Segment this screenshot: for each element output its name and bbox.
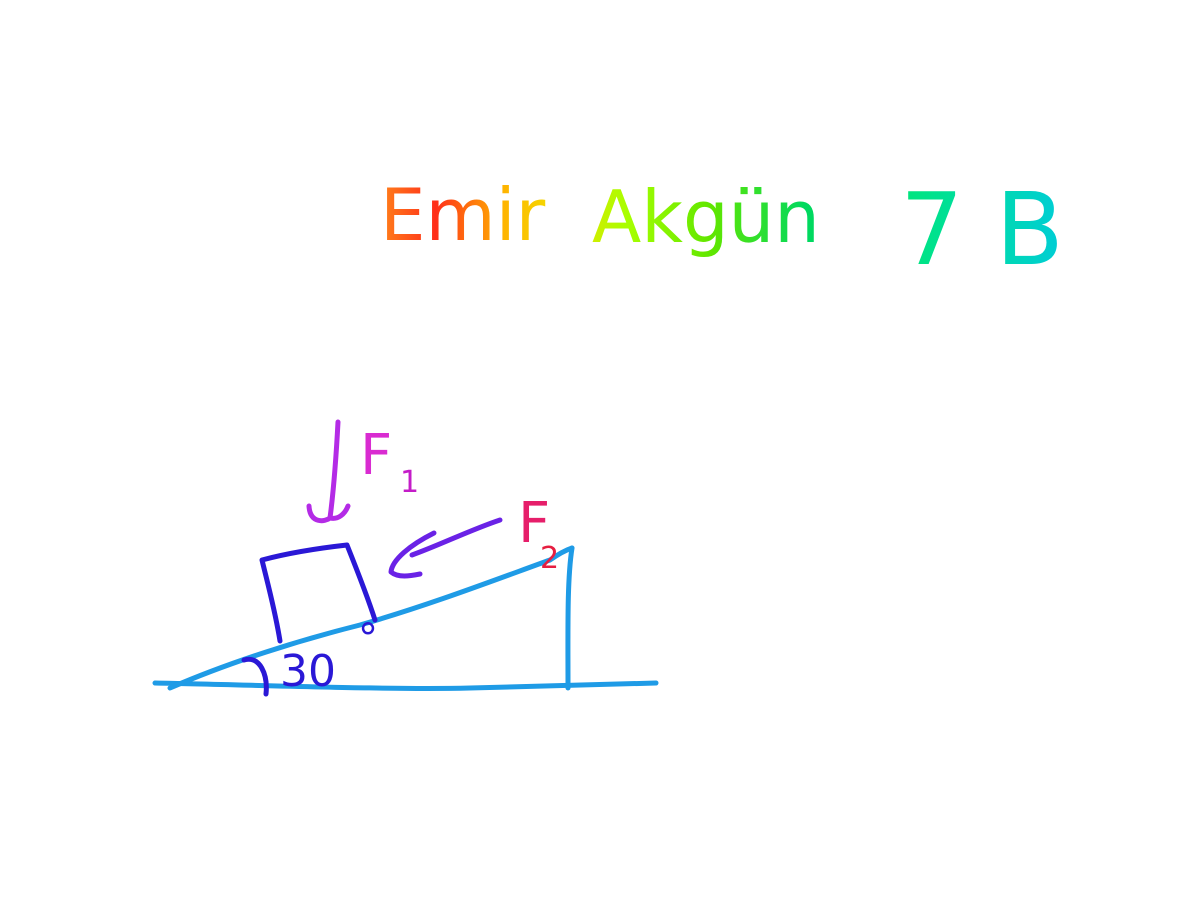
force-1-letter: F <box>360 423 392 488</box>
inclined-plane <box>152 545 659 691</box>
ground-line <box>152 680 659 691</box>
incline-height-line <box>565 545 575 691</box>
student-name: Emir Akgün <box>380 173 820 259</box>
force-2-label: F 2 <box>518 491 559 576</box>
class-label: 7 B <box>900 171 1064 288</box>
degree-symbol: ° <box>358 616 378 662</box>
force-2-arrow <box>388 517 503 579</box>
angle-arc <box>241 656 269 697</box>
force-1-label: F 1 <box>360 423 419 500</box>
force-2-subscript: 2 <box>540 541 559 576</box>
angle-value: 30 <box>280 646 336 697</box>
student-last-name: Akgün <box>592 175 820 259</box>
force-2-letter: F <box>518 491 550 556</box>
angle-label: 30 ° <box>280 616 378 697</box>
student-first-name: Emir <box>380 173 546 257</box>
block <box>259 542 378 644</box>
force-1-arrow <box>306 419 351 524</box>
force-1-subscript: 1 <box>400 465 419 500</box>
